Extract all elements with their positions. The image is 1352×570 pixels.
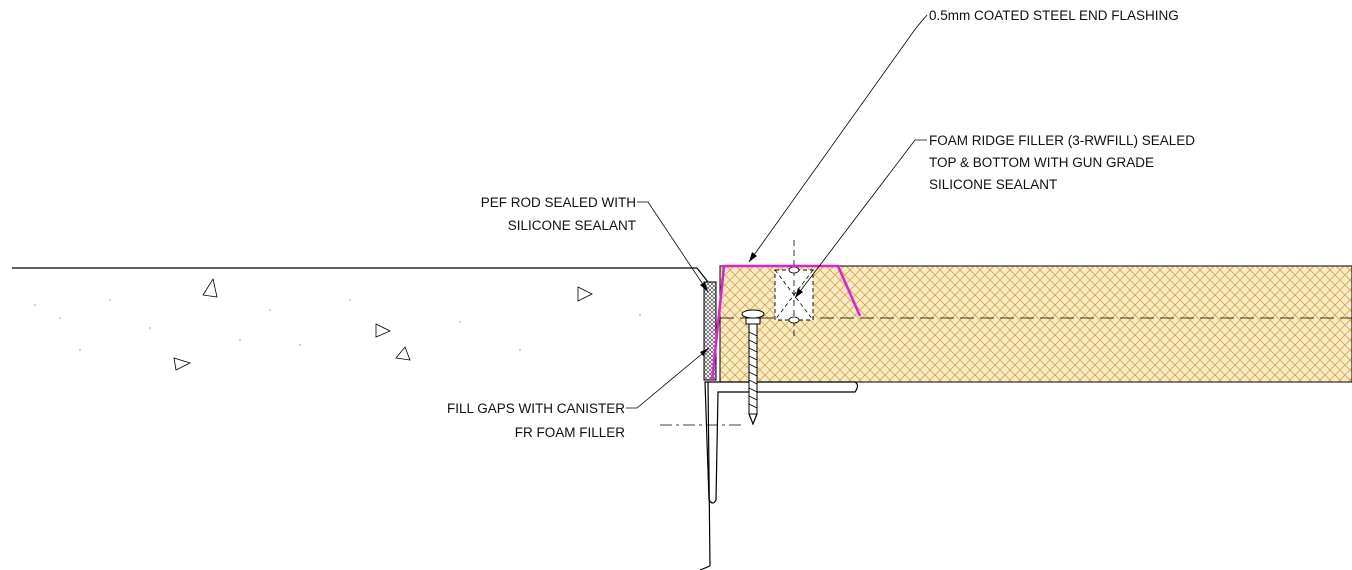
concrete-slab bbox=[12, 267, 709, 371]
aggregate-triangles bbox=[173, 277, 593, 371]
foam-ridge-filler bbox=[774, 240, 814, 340]
steel-angle bbox=[699, 381, 859, 570]
label-fill-gaps-line2: FR FOAM FILLER bbox=[515, 425, 626, 440]
label-foam-filler-line2: TOP & BOTTOM WITH GUN GRADE bbox=[929, 155, 1154, 170]
leader-flashing: 0.5mm COATED STEEL END FLASHING bbox=[748, 8, 1179, 263]
label-pef-rod-line2: SILICONE SEALANT bbox=[508, 218, 636, 233]
label-foam-filler-line1: FOAM RIDGE FILLER (3-RWFILL) SEALED bbox=[929, 133, 1195, 148]
roof-panel-insulation bbox=[719, 265, 1352, 383]
label-fill-gaps-line1: FILL GAPS WITH CANISTER bbox=[447, 401, 625, 416]
leader-foam-filler: FOAM RIDGE FILLER (3-RWFILL) SEALED TOP … bbox=[794, 133, 1195, 299]
aggregate-dots bbox=[34, 299, 641, 351]
leader-pef-rod: PEF ROD SEALED WITH SILICONE SEALANT bbox=[481, 195, 709, 293]
label-foam-filler-line3: SILICONE SEALANT bbox=[929, 177, 1057, 192]
leader-fill-gaps: FILL GAPS WITH CANISTER FR FOAM FILLER bbox=[447, 347, 710, 440]
fastener-screw bbox=[660, 309, 765, 426]
label-flashing: 0.5mm COATED STEEL END FLASHING bbox=[929, 8, 1179, 23]
end-flashing bbox=[710, 264, 862, 383]
label-pef-rod-line1: PEF ROD SEALED WITH bbox=[481, 195, 636, 210]
